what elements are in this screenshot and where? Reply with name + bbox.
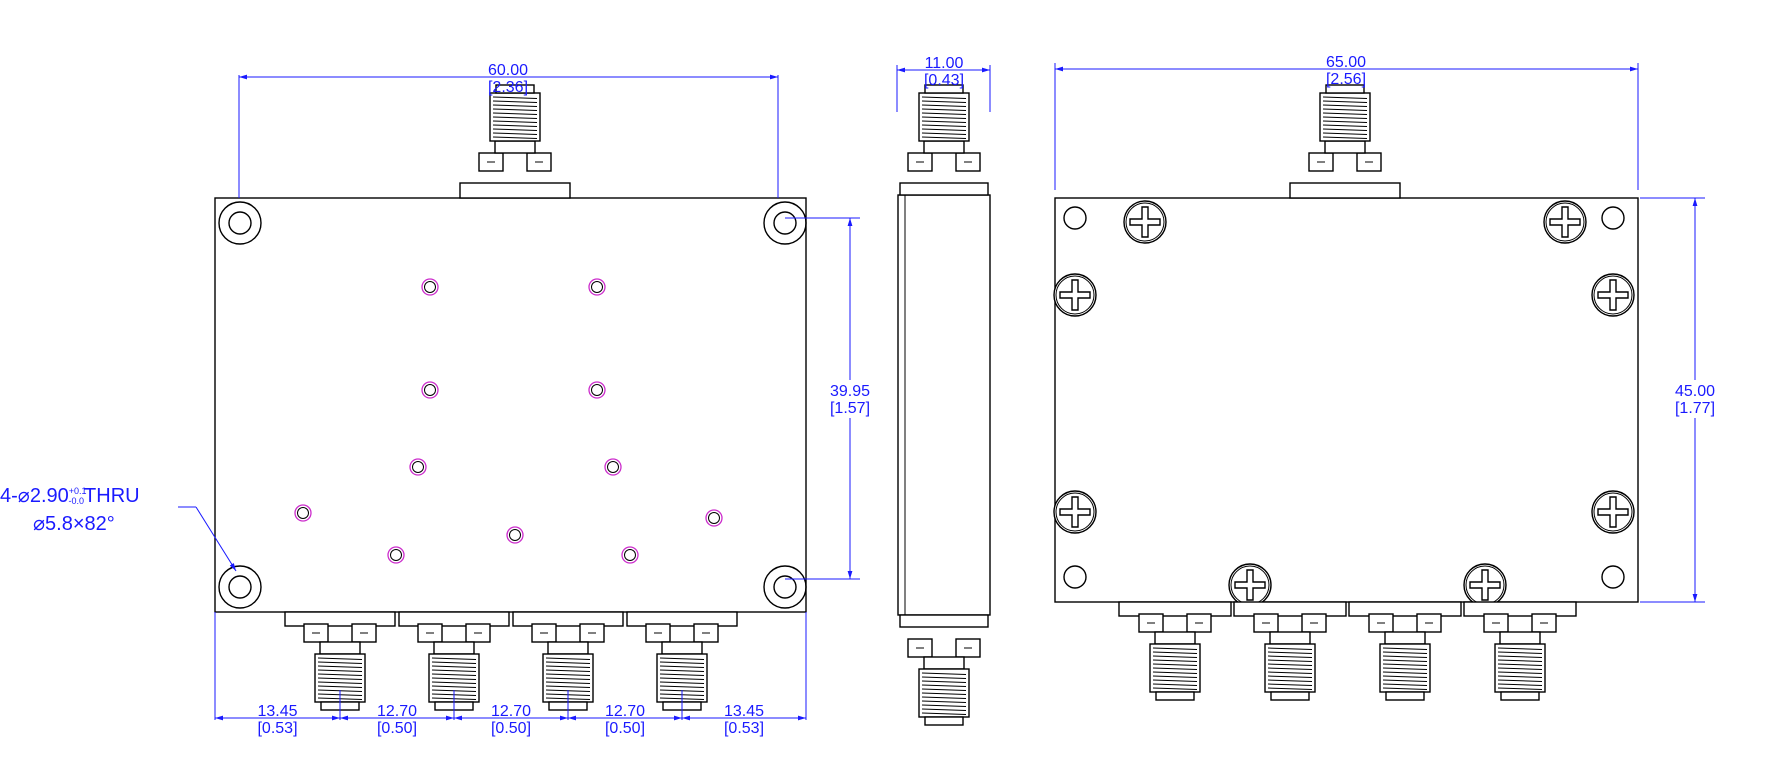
side-body <box>897 194 991 616</box>
back-view <box>1053 182 1639 607</box>
sma-connectors <box>284 84 1577 726</box>
port-flange <box>1463 601 1577 617</box>
port-flange <box>398 611 510 627</box>
sma-connector-icon <box>1483 613 1557 701</box>
dim-back-width-mm: 65.00 <box>1326 54 1366 71</box>
dim-port-spacing-inch: [0.50] <box>491 720 531 737</box>
sma-connector-icon <box>1308 84 1382 172</box>
dim-port-spacing-mm: 12.70 <box>491 703 531 720</box>
sma-connector-icon <box>478 84 552 172</box>
dim-hole-spacing-mm: 39.95 <box>830 383 870 400</box>
dim-back-height-inch: [1.77] <box>1675 400 1715 417</box>
front-body <box>214 197 807 613</box>
screw-marks <box>294 278 723 564</box>
screw-mark <box>409 458 427 476</box>
sma-connector-icon <box>907 84 981 172</box>
phillips-screw-icon <box>1053 273 1097 317</box>
port-flange <box>284 611 396 627</box>
dim-front-width-mm: 60.00 <box>488 62 528 79</box>
port-flange <box>1233 601 1347 617</box>
phillips-screw-icon <box>1543 200 1587 244</box>
dim-hole-spacing-inch: [1.57] <box>830 400 870 417</box>
mounting-hole-icon <box>763 565 807 609</box>
front-view <box>214 182 807 613</box>
dim-port-spacing-mm: 13.45 <box>257 703 297 720</box>
dim-port-spacing-inch: [0.53] <box>724 720 764 737</box>
sma-connector-icon <box>1368 613 1442 701</box>
dim-back-width-inch: [2.56] <box>1326 71 1366 88</box>
mounting-hole-icon <box>218 201 262 245</box>
screw-mark <box>621 546 639 564</box>
phillips-screw-icon <box>1591 490 1635 534</box>
port-flange <box>512 611 624 627</box>
dim-port-spacing-mm: 13.45 <box>724 703 764 720</box>
side-view <box>897 182 991 628</box>
back-body <box>1054 197 1639 603</box>
screw-mark <box>506 526 524 544</box>
sma-connector-icon <box>1138 613 1212 701</box>
phillips-screw-icon <box>1591 273 1635 317</box>
dim-port-spacing-inch: [0.53] <box>257 720 297 737</box>
screw-mark <box>421 278 439 296</box>
mounting-hole-icon <box>763 201 807 245</box>
back-corner-holes <box>1063 206 1625 589</box>
dim-port-spacing-mm: 12.70 <box>377 703 417 720</box>
mounting-hole-icon <box>218 565 262 609</box>
port-flange <box>626 611 738 627</box>
hole-note-line2: ⌀5.8×82° <box>33 513 115 535</box>
screw-mark <box>588 278 606 296</box>
dimensions: 60.00 [2.36] 11.00 [0.43] 65.00 [2.56] 3… <box>0 54 1715 737</box>
dim-port-spacing-inch: [0.50] <box>605 720 645 737</box>
sma-connector-icon <box>907 638 981 726</box>
sma-connector-icon <box>645 623 719 711</box>
dim-side-depth-inch: [0.43] <box>924 72 964 89</box>
phillips-screw-icon <box>1228 563 1272 607</box>
screw-mark <box>421 381 439 399</box>
dim-port-spacing-inch: [0.50] <box>377 720 417 737</box>
back-connector-flange-top <box>1289 182 1401 199</box>
screw-mark <box>705 509 723 527</box>
back-screws <box>1053 200 1635 607</box>
front-connector-flange-top <box>459 182 571 199</box>
port-spacing-dimensions: 13.45[0.53]12.70[0.50]12.70[0.50]12.70[0… <box>214 612 807 737</box>
dim-front-width-inch: [2.36] <box>488 79 528 96</box>
port-flange <box>1118 601 1232 617</box>
dim-back-height-mm: 45.00 <box>1675 383 1715 400</box>
hole-note-line1: 4-⌀2.90+0.1-0.0THRU <box>0 485 140 507</box>
phillips-screw-icon <box>1463 563 1507 607</box>
screw-mark <box>588 381 606 399</box>
screw-mark <box>294 504 312 522</box>
screw-mark <box>387 546 405 564</box>
mounting-holes <box>218 201 807 609</box>
phillips-screw-icon <box>1053 490 1097 534</box>
sma-connector-icon <box>1253 613 1327 701</box>
phillips-screw-icon <box>1123 200 1167 244</box>
screw-mark <box>604 458 622 476</box>
port-flange <box>1348 601 1462 617</box>
dim-side-depth-mm: 11.00 <box>925 55 964 72</box>
dim-port-spacing-mm: 12.70 <box>605 703 645 720</box>
